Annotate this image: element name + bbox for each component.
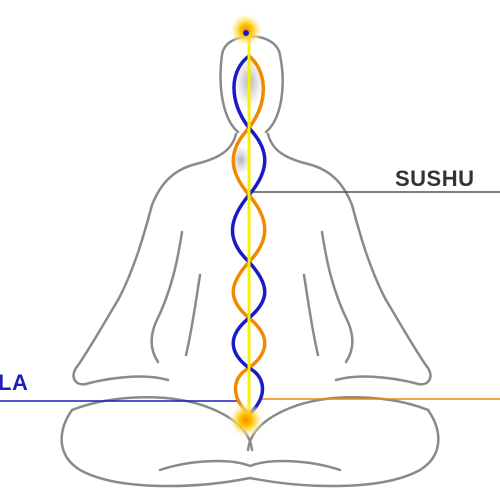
chest-shadow xyxy=(231,146,251,174)
left-torso-outline xyxy=(150,230,184,364)
right-knee-outline xyxy=(246,396,430,452)
right-arm-outline xyxy=(334,298,432,386)
ida-label: LA xyxy=(0,370,29,395)
root-chakra-glow xyxy=(228,402,264,438)
right-torso-outline xyxy=(320,230,354,364)
left-knee-outline xyxy=(70,396,254,452)
left-shoulder-outline xyxy=(116,132,238,302)
feet-outline xyxy=(158,459,342,472)
crown-chakra-point xyxy=(243,30,249,36)
sushumna-label: SUSHU xyxy=(395,166,475,191)
left-arm-outline xyxy=(72,298,170,386)
right-shoulder-outline xyxy=(266,132,388,302)
legs-outline xyxy=(60,408,440,488)
left-waist-outline xyxy=(184,273,202,357)
right-waist-outline xyxy=(302,273,320,357)
